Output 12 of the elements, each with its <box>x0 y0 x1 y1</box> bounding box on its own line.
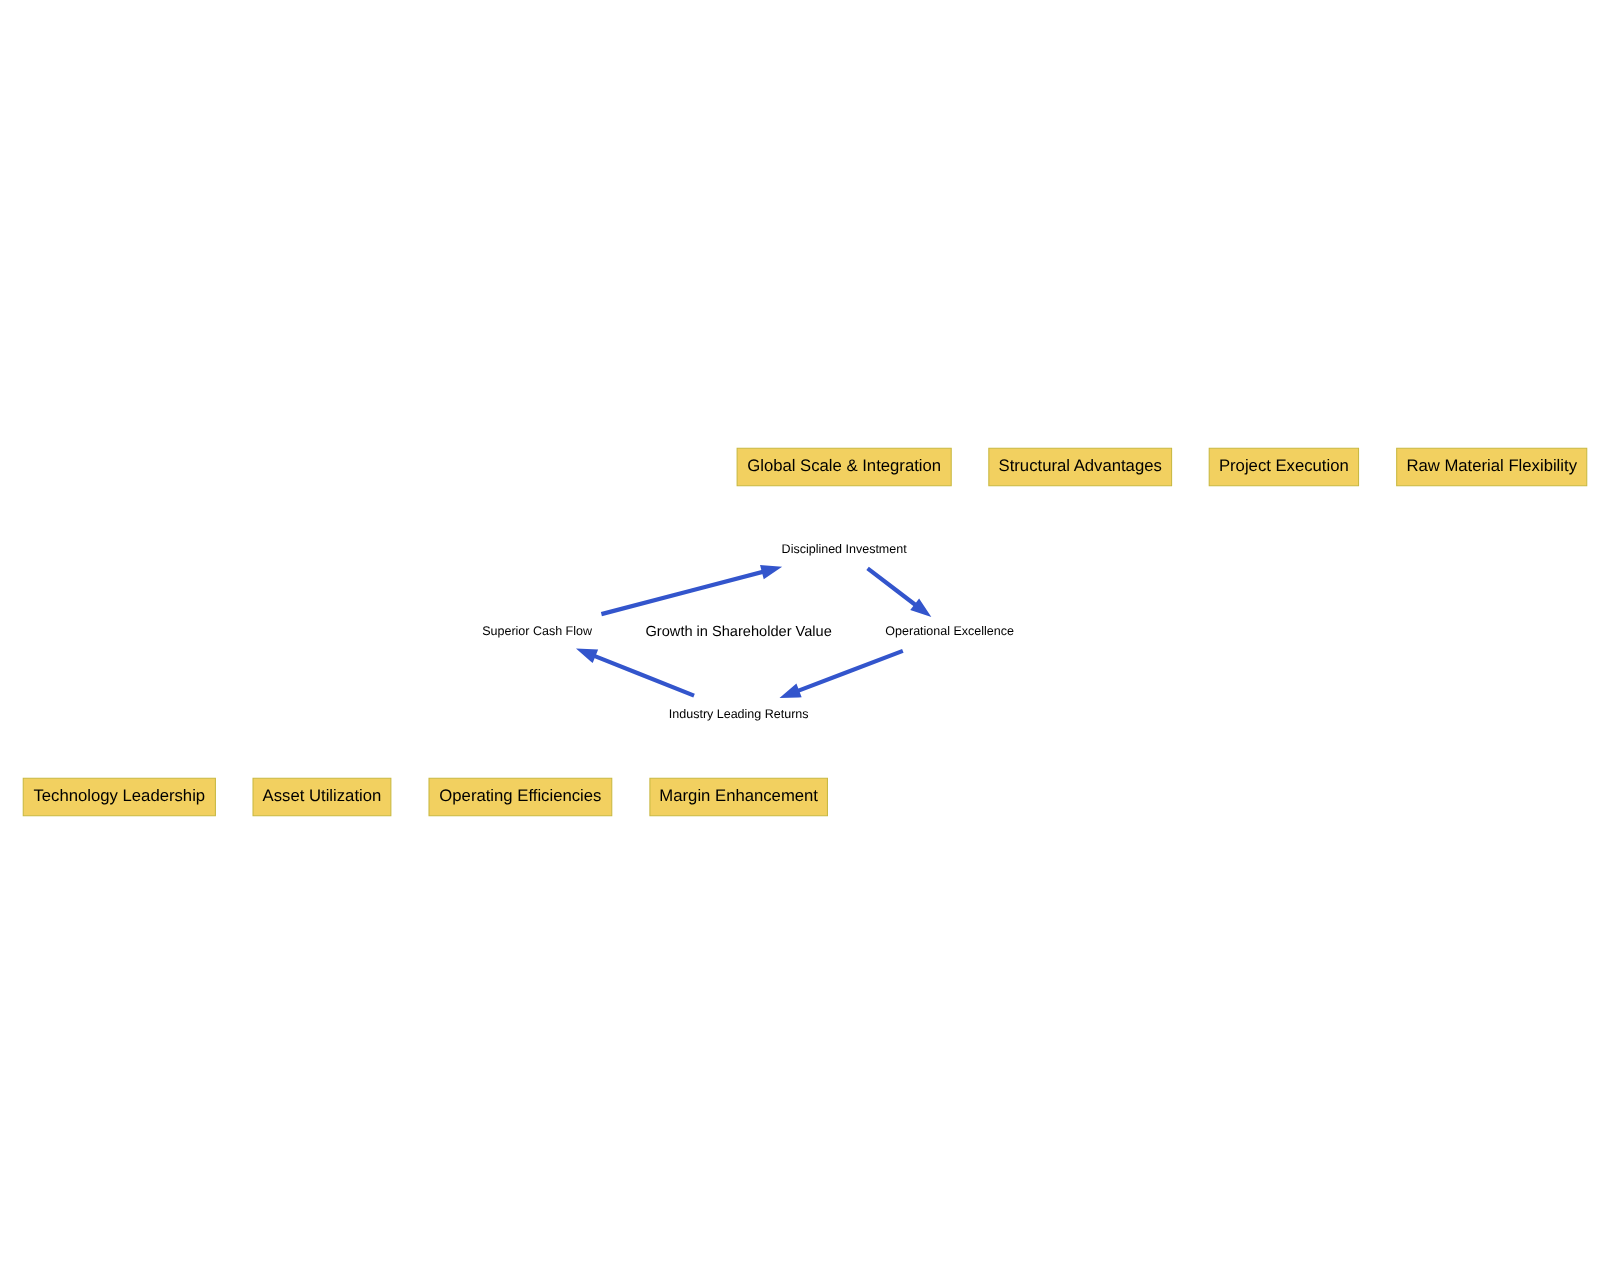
label: Operating Efficiencies <box>439 783 602 804</box>
label: Structural Advantages <box>998 453 1162 474</box>
label: Raw Material Flexibility <box>1406 453 1578 474</box>
arrow <box>575 647 695 697</box>
arrow <box>600 564 783 616</box>
label: Asset Utilization <box>262 783 382 804</box>
label: Margin Enhancement <box>659 783 818 804</box>
arrow <box>866 565 932 616</box>
label: Technology Leadership <box>33 783 206 804</box>
label: Global Scale & Integration <box>747 453 942 474</box>
label: Project Execution <box>1218 453 1349 474</box>
arrow <box>779 647 904 697</box>
